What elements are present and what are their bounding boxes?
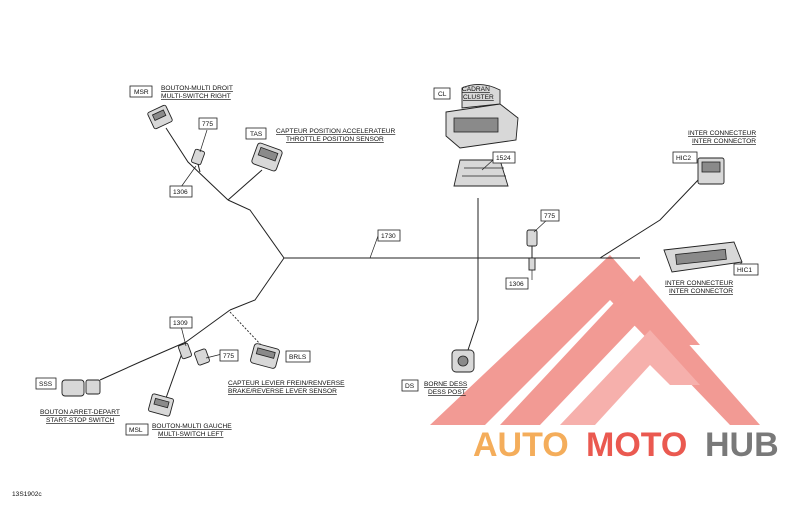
- svg-text:BRAKE/REVERSE LEVER SENSOR: BRAKE/REVERSE LEVER SENSOR: [228, 388, 337, 395]
- svg-text:1306: 1306: [173, 189, 188, 196]
- label-hic2: INTER CONNECTEUR INTER CONNECTOR: [688, 130, 756, 145]
- brls-wire: [229, 311, 263, 347]
- part-box-1524: 1524: [492, 151, 516, 164]
- part-box-775-right: 775: [540, 209, 560, 222]
- cluster-connector: [445, 84, 519, 187]
- watermark-text: AUTO MOTO HUB: [473, 426, 779, 464]
- lower-branch-wire: [185, 309, 231, 343]
- hic2-connector: [697, 157, 725, 185]
- part-box-1306-right: 1306: [505, 277, 529, 290]
- svg-text:1730: 1730: [381, 233, 396, 240]
- hic1-connector: [663, 241, 743, 273]
- label-msr: BOUTON-MULTI DROIT MULTI-SWITCH RIGHT: [161, 85, 233, 100]
- svg-text:INTER CONNECTOR: INTER CONNECTOR: [669, 288, 733, 295]
- svg-text:THROTTLE POSITION SENSOR: THROTTLE POSITION SENSOR: [286, 136, 384, 143]
- code-box-ds: DS: [401, 379, 419, 392]
- msl-connector: [148, 393, 174, 417]
- svg-text:HIC2: HIC2: [676, 155, 691, 162]
- svg-text:INTER CONNECTEUR: INTER CONNECTEUR: [688, 130, 756, 137]
- svg-text:BOUTON ARRET-DEPART: BOUTON ARRET-DEPART: [40, 409, 120, 416]
- part-box-1306-top: 1306: [169, 185, 193, 198]
- code-box-brls: BRLS: [285, 350, 311, 363]
- hic2-wire: [599, 177, 701, 259]
- svg-text:1306: 1306: [509, 281, 524, 288]
- svg-text:MULTI-SWITCH LEFT: MULTI-SWITCH LEFT: [158, 431, 223, 438]
- svg-text:START-STOP SWITCH: START-STOP SWITCH: [46, 417, 115, 424]
- harness-wires: [99, 127, 701, 399]
- svg-text:775: 775: [223, 353, 234, 360]
- svg-text:BRLS: BRLS: [289, 354, 307, 361]
- svg-text:MULTI-SWITCH RIGHT: MULTI-SWITCH RIGHT: [161, 93, 231, 100]
- svg-text:775: 775: [202, 121, 213, 128]
- pigtail-775-top: [191, 148, 205, 173]
- dess-wire: [467, 258, 479, 351]
- svg-text:SSS: SSS: [39, 381, 53, 388]
- svg-text:775: 775: [544, 213, 555, 220]
- sss-wire: [99, 341, 187, 381]
- leader-lines: [180, 129, 743, 359]
- watermark-auto: AUTO: [473, 426, 569, 464]
- svg-text:BORNE DESS: BORNE DESS: [424, 381, 468, 388]
- code-box-msr: MSR: [129, 85, 153, 98]
- part-box-775-top: 775: [198, 117, 218, 130]
- part-box-775-bottom: 775: [219, 349, 239, 362]
- svg-text:CAPTEUR POSITION ACCELERATEUR: CAPTEUR POSITION ACCELERATEUR: [276, 128, 396, 135]
- svg-text:1309: 1309: [173, 320, 188, 327]
- svg-text:TAS: TAS: [250, 131, 263, 138]
- pigtail-775-right: [526, 229, 538, 271]
- label-brls: CAPTEUR LEVIER FREIN/RENVERSE BRAKE/REVE…: [228, 380, 345, 395]
- label-tas: CAPTEUR POSITION ACCELERATEUR THROTTLE P…: [276, 128, 396, 143]
- figure-id: 13S1902c: [12, 491, 42, 498]
- label-sss: BOUTON ARRET-DEPART START-STOP SWITCH: [40, 409, 120, 424]
- fork-upper-wire: [227, 199, 285, 259]
- svg-text:INTER CONNECTOR: INTER CONNECTOR: [692, 138, 756, 145]
- dess-connector: [451, 349, 475, 373]
- label-ds: BORNE DESS DESS POST: [424, 381, 468, 396]
- code-box-hic1: HIC1: [733, 263, 759, 276]
- watermark-hub: HUB: [705, 426, 779, 464]
- label-msl: BOUTON-MULTI GAUCHE MULTI-SWITCH LEFT: [152, 423, 232, 438]
- pigtail-1309: [178, 342, 210, 366]
- tas-wire: [227, 169, 263, 201]
- svg-text:CLUSTER: CLUSTER: [463, 94, 494, 101]
- code-box-sss: SSS: [35, 377, 57, 390]
- label-hic1: INTER CONNECTEUR INTER CONNECTOR: [665, 280, 733, 295]
- svg-text:MSL: MSL: [129, 427, 143, 434]
- svg-text:CADRAN: CADRAN: [462, 86, 490, 93]
- svg-text:CL: CL: [438, 91, 447, 98]
- svg-text:DESS POST: DESS POST: [428, 389, 466, 396]
- watermark-logo: [430, 255, 760, 425]
- code-box-msl: MSL: [125, 423, 149, 436]
- svg-text:BOUTON-MULTI DROIT: BOUTON-MULTI DROIT: [161, 85, 233, 92]
- code-box-hic2: HIC2: [672, 151, 698, 164]
- tas-connector: [251, 142, 283, 172]
- label-cl: CADRAN CLUSTER: [462, 86, 494, 101]
- code-box-tas: TAS: [245, 127, 267, 140]
- part-box-1730: 1730: [377, 229, 401, 242]
- msr-connector: [147, 104, 173, 130]
- code-box-cl: CL: [433, 87, 451, 100]
- fork-lower-wire: [229, 257, 285, 311]
- msr-wire: [165, 127, 229, 201]
- watermark-moto: MOTO: [586, 426, 687, 464]
- sss-connector: [61, 379, 101, 397]
- svg-text:MSR: MSR: [134, 89, 149, 96]
- part-box-1309: 1309: [169, 316, 193, 329]
- svg-text:DS: DS: [405, 383, 415, 390]
- svg-text:INTER CONNECTEUR: INTER CONNECTEUR: [665, 280, 733, 287]
- brls-connector: [250, 343, 280, 369]
- svg-text:CAPTEUR LEVIER FREIN/RENVERSE: CAPTEUR LEVIER FREIN/RENVERSE: [228, 380, 345, 387]
- svg-text:BOUTON-MULTI GAUCHE: BOUTON-MULTI GAUCHE: [152, 423, 232, 430]
- svg-text:1524: 1524: [496, 155, 511, 162]
- svg-text:HIC1: HIC1: [737, 267, 752, 274]
